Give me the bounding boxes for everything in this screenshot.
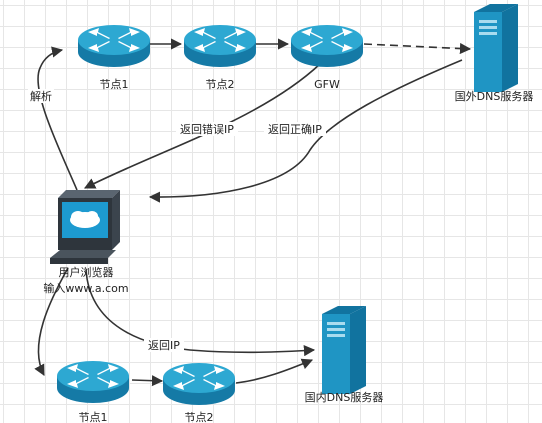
edge-gfw-to-foreign-dns	[363, 42, 472, 55]
label-return-wrong-ip: 返回错误IP	[180, 122, 234, 136]
server-icon-foreign-dns	[474, 4, 518, 92]
router-icon-gfw	[291, 25, 363, 67]
label-resolve: 解析	[30, 89, 52, 103]
label-top-node1: 节点1	[100, 78, 129, 91]
edge-browser-to-bottom-node1	[34, 267, 69, 376]
router-icon-bottom-node2	[163, 363, 235, 405]
router-icon-bottom-node1	[57, 361, 129, 403]
node-labels: 节点1 节点2 GFW 国外DNS服务器 用户浏览器 输入www.a.com 节…	[43, 78, 533, 423]
router-icon-top-node2	[184, 25, 256, 67]
label-return-ip: 返回IP	[148, 339, 180, 352]
label-top-node2: 节点2	[206, 78, 235, 91]
edge-foreign-dns-return-correct-ip	[148, 59, 463, 203]
computer-icon-browser	[50, 190, 120, 264]
edge-domestic-dns-return-ip	[85, 269, 316, 357]
label-gfw: GFW	[314, 78, 340, 91]
label-bottom-node2: 节点2	[185, 411, 214, 423]
server-icon-domestic-dns	[322, 306, 366, 394]
edge-browser-to-top-node1	[37, 46, 78, 191]
label-browser-line2: 输入www.a.com	[43, 281, 128, 295]
label-browser-line1: 用户浏览器	[59, 265, 114, 279]
label-return-correct-ip: 返回正确IP	[268, 123, 322, 136]
router-icon-top-node1	[78, 25, 150, 67]
label-foreign-dns: 国外DNS服务器	[455, 90, 534, 103]
edge-labels: 解析 返回错误IP 返回正确IP 返回IP	[28, 89, 326, 352]
label-domestic-dns: 国内DNS服务器	[305, 390, 384, 404]
edge-bottom-node1-to-node2	[131, 375, 164, 387]
label-bottom-node1: 节点1	[79, 411, 108, 423]
edge-bottom-node2-to-domestic-dns	[235, 358, 314, 384]
